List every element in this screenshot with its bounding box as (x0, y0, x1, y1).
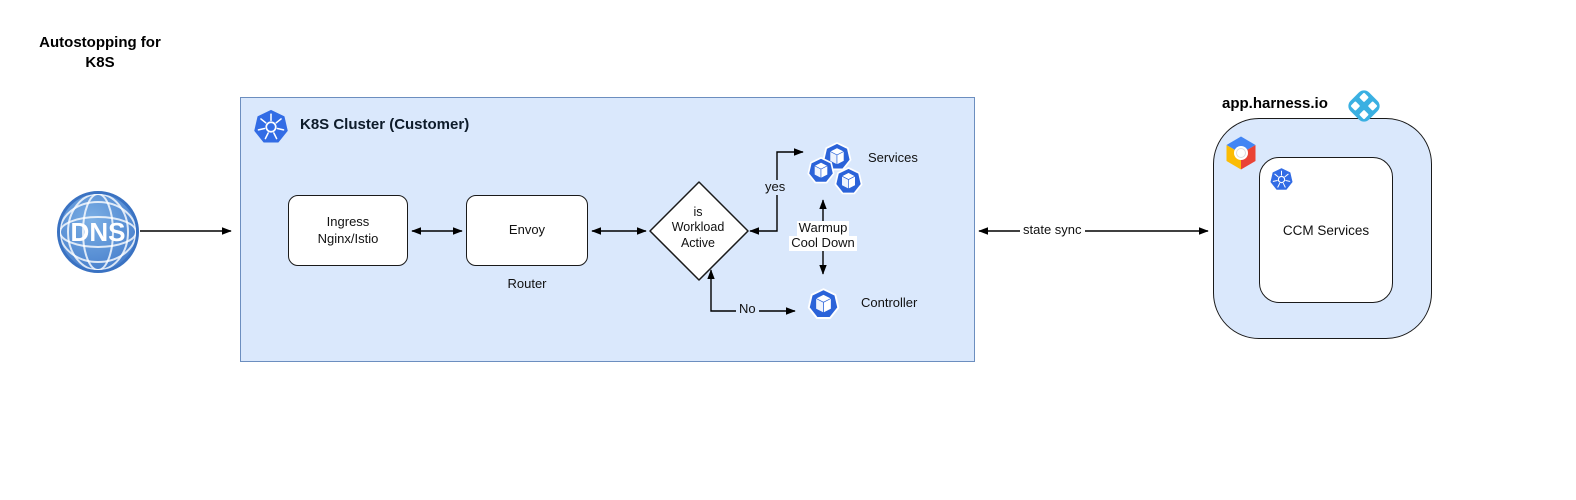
envoy-label: Envoy (508, 222, 546, 238)
envoy-node: Envoy (466, 195, 588, 266)
kubernetes-icon-small (1269, 167, 1294, 192)
router-label: Router (507, 276, 547, 291)
edge-label-yes: yes (763, 179, 788, 195)
services-label: Services (868, 150, 918, 165)
cluster-title: K8S Cluster (Customer) (300, 116, 470, 133)
controller-label: Controller (861, 295, 918, 310)
kubernetes-icon (252, 108, 290, 146)
controller-pod-icon (806, 287, 841, 322)
ccm-services-label: CCM Services (1282, 223, 1370, 238)
ingress-label: Ingress Nginx/Istio (317, 214, 379, 246)
pod-icon (806, 156, 836, 186)
warmup-line: Warmup (796, 220, 850, 236)
dns-globe-icon: DNS (57, 191, 139, 273)
dns-label: DNS (71, 217, 126, 247)
harness-logo-icon (1344, 86, 1384, 126)
ingress-node: Ingress Nginx/Istio (288, 195, 408, 266)
gcp-icon (1221, 133, 1261, 173)
edge-label-no: No (736, 301, 759, 317)
decision-diamond-label: is Workload Active (671, 205, 725, 250)
edge-label-warmup-cooldown: Warmup Cool Down (781, 220, 865, 251)
harness-domain-label: app.harness.io (1222, 95, 1328, 112)
diagram-title: Autostopping for K8S (39, 34, 161, 71)
pod-icon (833, 166, 864, 197)
edge-label-state-sync: state sync (1020, 222, 1085, 238)
cooldown-line: Cool Down (789, 234, 857, 251)
